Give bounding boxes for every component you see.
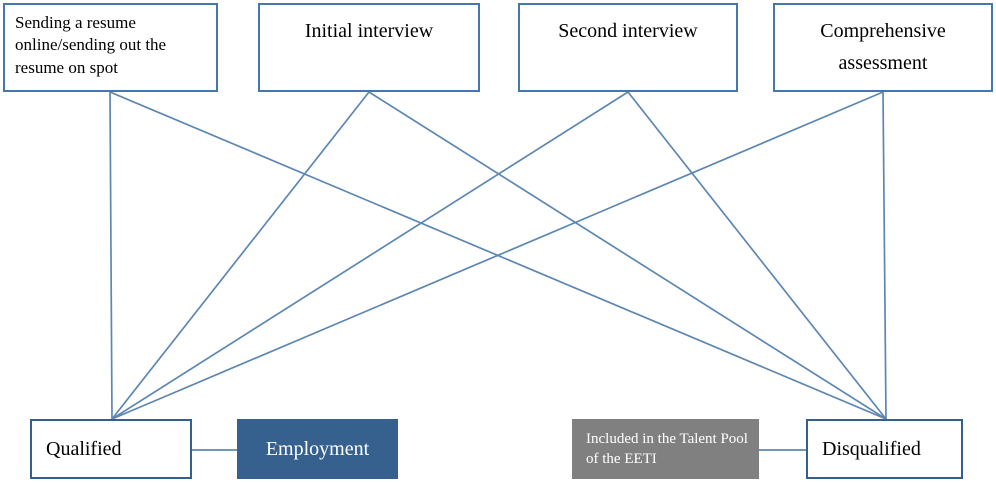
stage-label-initial-interview: Initial interview: [304, 20, 434, 42]
result-label-talent-pool: Included in the Talent Pool of the EETI: [586, 430, 748, 467]
stage-box-resume-submission: Sending a resume online/sending out the …: [3, 3, 218, 92]
stage-label-resume-submission: Sending a resume online/sending out the …: [15, 13, 167, 77]
outcome-label-disqualified: Disqualified: [822, 437, 921, 460]
outcome-box-disqualified: Disqualified: [806, 419, 963, 479]
edge-line-second_interview-to-disqualified: [627, 91, 887, 420]
edge-line-initial_interview-to-qualified: [111, 91, 370, 420]
result-box-employment: Employment: [237, 419, 398, 479]
outcome-label-qualified: Qualified: [46, 437, 122, 460]
edge-line-second_interview-to-qualified: [111, 91, 629, 420]
stage-box-initial-interview: Initial interview: [258, 3, 480, 92]
stage-box-second-interview: Second interview: [518, 3, 738, 92]
edge-line-comprehensive_assessment-to-qualified: [111, 91, 884, 420]
outcome-box-qualified: Qualified: [30, 419, 192, 479]
edge-line-initial_interview-to-disqualified: [368, 91, 887, 420]
result-label-employment: Employment: [265, 437, 370, 460]
result-box-talent-pool: Included in the Talent Pool of the EETI: [572, 419, 759, 479]
stage-box-comprehensive-assessment: Comprehensive assessment: [773, 3, 993, 92]
edge-line-resume-to-qualified: [109, 91, 113, 420]
stage-label-second-interview: Second interview: [558, 20, 698, 42]
stage-label-comprehensive-assessment: Comprehensive assessment: [820, 20, 946, 75]
edge-line-comprehensive_assessment-to-disqualified: [882, 91, 887, 420]
